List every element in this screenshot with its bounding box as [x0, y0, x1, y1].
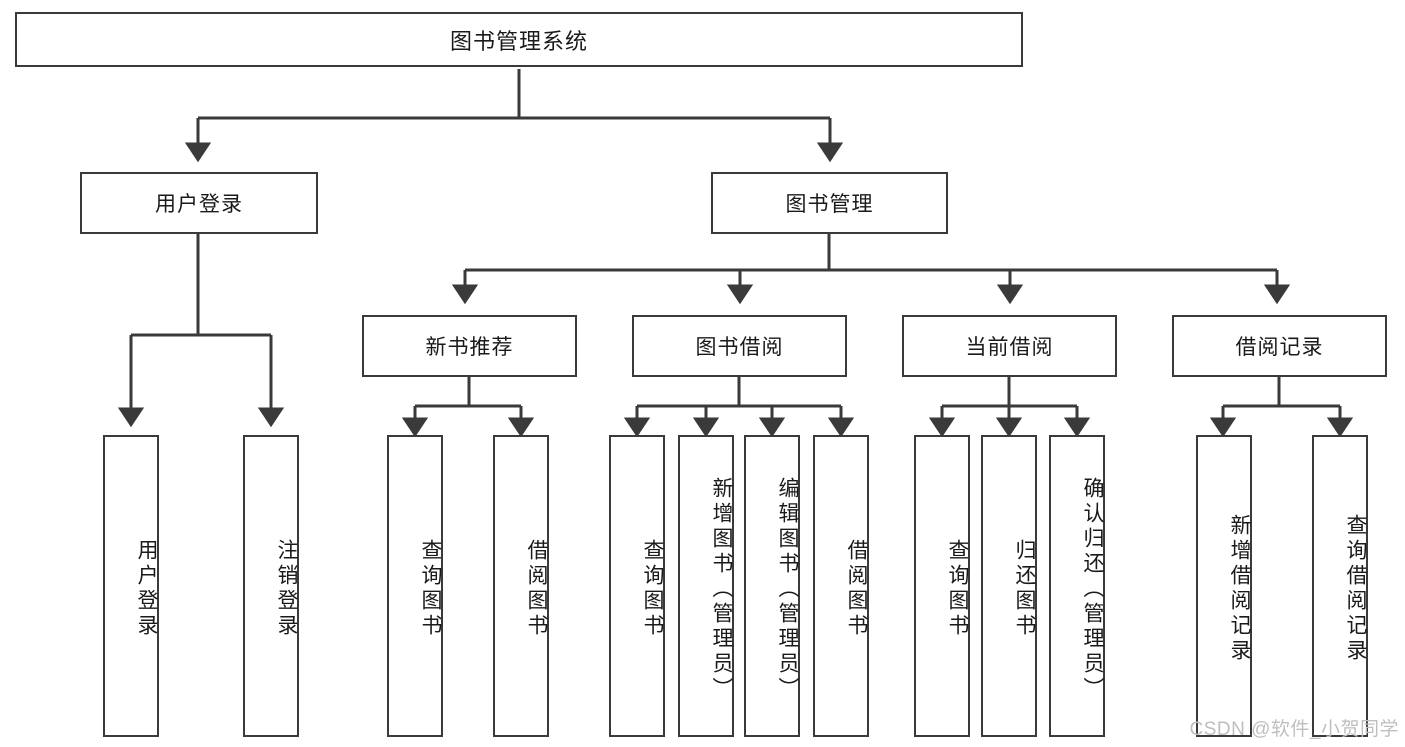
- node-label: 查询图书: [641, 539, 664, 639]
- node-label: 新书推荐: [425, 336, 514, 359]
- node-user-login[interactable]: 用户登录: [80, 172, 318, 234]
- leaf-borrow-add-book-admin[interactable]: 新增图书（管理员）: [678, 435, 734, 737]
- leaf-borrow-edit-book-admin[interactable]: 编辑图书（管理员）: [744, 435, 800, 737]
- node-label: 新增图书（管理员）: [710, 476, 733, 702]
- node-label: 确认归还（管理员）: [1081, 476, 1104, 702]
- node-label: 借阅记录: [1235, 336, 1324, 359]
- leaf-record-query-borrow-record[interactable]: 查询借阅记录: [1312, 435, 1368, 737]
- leaf-current-query-book[interactable]: 查询图书: [914, 435, 970, 737]
- node-label: 借阅图书: [525, 539, 548, 639]
- node-label: 查询图书: [946, 539, 969, 639]
- node-label: 用户登录: [135, 539, 158, 639]
- leaf-recommend-query-book[interactable]: 查询图书: [387, 435, 443, 737]
- node-label: 图书借阅: [695, 336, 784, 359]
- node-new-book-recommend[interactable]: 新书推荐: [362, 315, 577, 377]
- leaf-recommend-borrow-book[interactable]: 借阅图书: [493, 435, 549, 737]
- csdn-watermark: CSDN @软件_小贺同学: [1189, 719, 1399, 740]
- leaf-current-return-book[interactable]: 归还图书: [981, 435, 1037, 737]
- node-label: 图书管理: [785, 193, 874, 216]
- leaf-user-login[interactable]: 用户登录: [103, 435, 159, 737]
- node-root-book-management-system[interactable]: 图书管理系统: [15, 12, 1023, 67]
- leaf-borrow-borrow-book[interactable]: 借阅图书: [813, 435, 869, 737]
- node-borrow-record[interactable]: 借阅记录: [1172, 315, 1387, 377]
- node-book-borrow[interactable]: 图书借阅: [632, 315, 847, 377]
- node-label: 归还图书: [1013, 539, 1036, 639]
- node-label: 查询图书: [419, 539, 442, 639]
- node-label: 新增借阅记录: [1228, 514, 1251, 664]
- node-current-borrow[interactable]: 当前借阅: [902, 315, 1117, 377]
- node-label: 图书管理系统: [449, 28, 588, 54]
- node-label: 用户登录: [155, 193, 243, 216]
- leaf-borrow-query-book[interactable]: 查询图书: [609, 435, 665, 737]
- leaf-record-add-borrow-record[interactable]: 新增借阅记录: [1196, 435, 1252, 737]
- node-book-management[interactable]: 图书管理: [711, 172, 948, 234]
- leaf-user-logout[interactable]: 注销登录: [243, 435, 299, 737]
- node-label: 当前借阅: [965, 336, 1054, 359]
- leaf-current-confirm-return-admin[interactable]: 确认归还（管理员）: [1049, 435, 1105, 737]
- node-label: 注销登录: [275, 539, 298, 639]
- node-label: 编辑图书（管理员）: [776, 476, 799, 702]
- node-label: 查询借阅记录: [1344, 514, 1367, 664]
- node-label: 借阅图书: [845, 539, 868, 639]
